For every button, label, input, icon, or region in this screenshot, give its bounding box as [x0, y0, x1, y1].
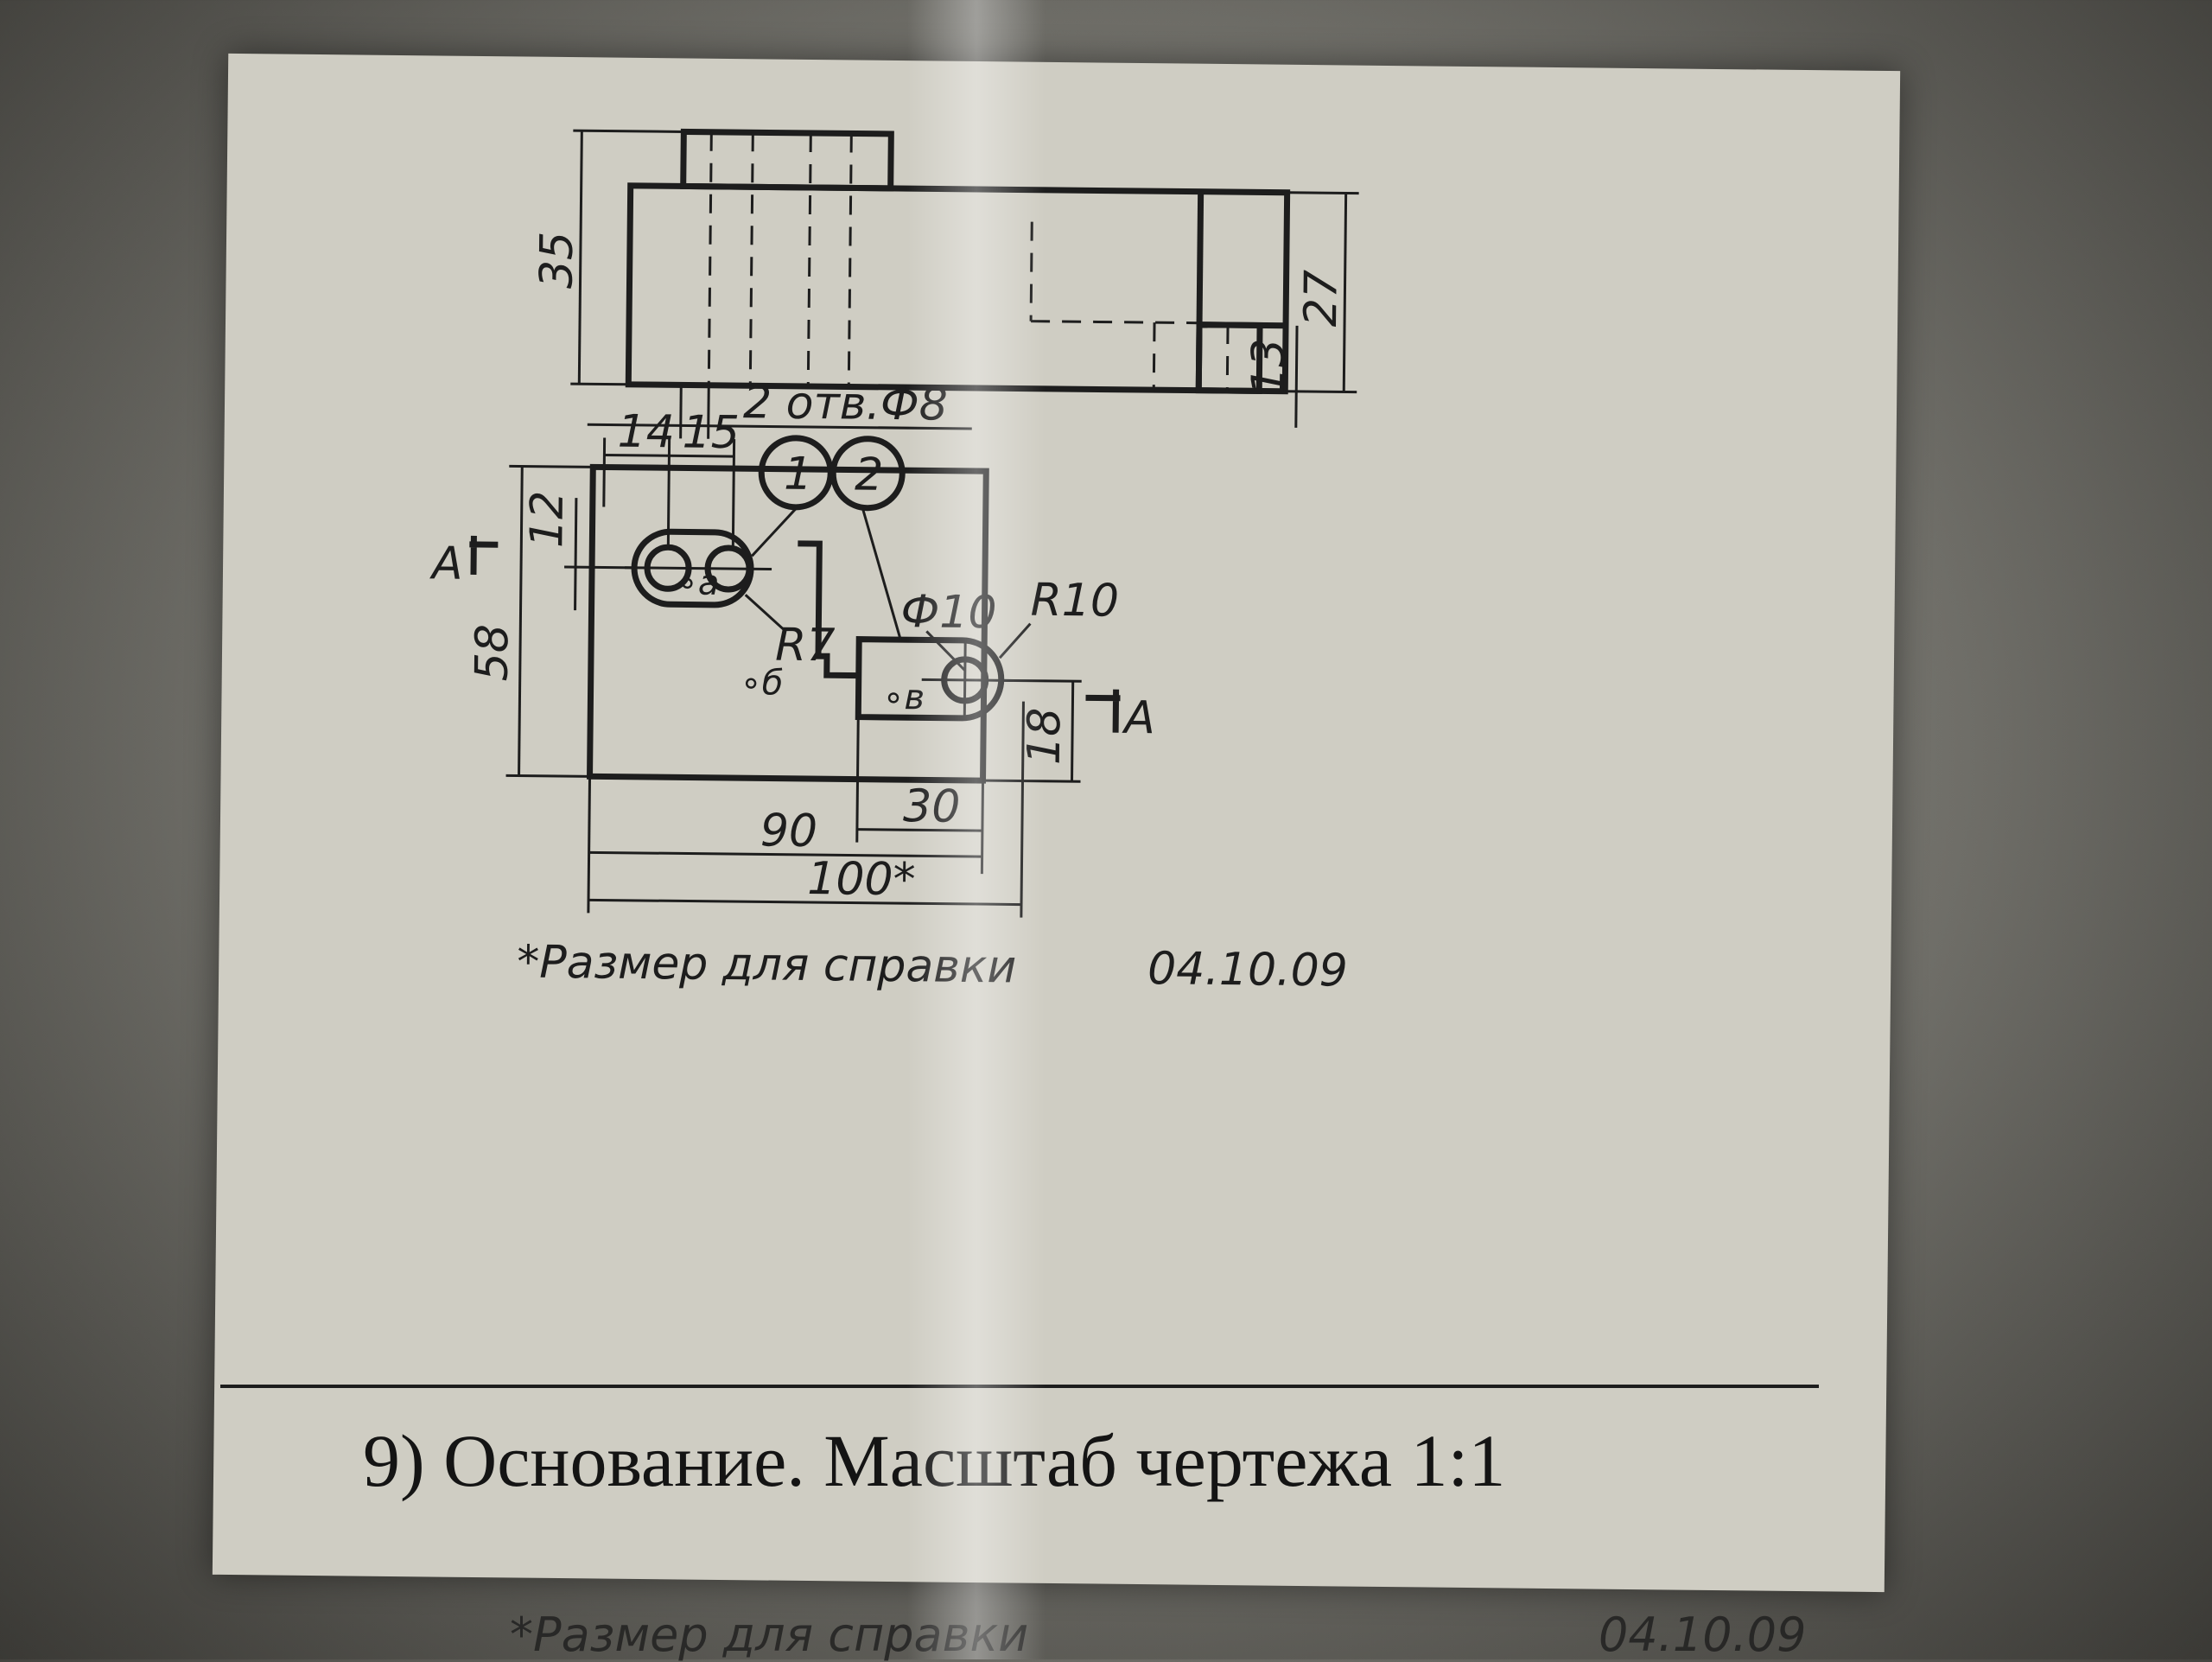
leader-holes [587, 423, 972, 430]
dim-label-30: 30 [903, 780, 961, 833]
leader-R7 [744, 594, 785, 631]
extension-line [1003, 678, 1082, 683]
leader-R10 [998, 622, 1032, 659]
extension-line [505, 774, 590, 778]
extension-line [1020, 701, 1025, 918]
dimension-line-27 [1342, 193, 1348, 392]
dim-label-90: 90 [760, 805, 818, 857]
hidden-line [1029, 221, 1033, 322]
surface-mark-b: ∘б [740, 663, 783, 704]
surface-mark-a: ∘а [677, 563, 720, 603]
dim-label-R7: R7 [775, 620, 836, 672]
drawing-sheet: 35 27 13 2 отв.Ф8 14 15 12 58 R7 Ф10 R10… [212, 53, 1901, 1593]
front-view-body [625, 182, 1291, 395]
section-arrow-right [1085, 689, 1121, 733]
dim-label-58: 58 [467, 624, 519, 682]
extension-line [509, 464, 594, 468]
leader-callout-1 [751, 507, 797, 557]
front-view [570, 128, 1359, 439]
top-view [469, 435, 1121, 918]
leader-F10 [925, 630, 966, 672]
center-line [963, 640, 967, 720]
center-line [625, 566, 772, 571]
holes-note: 2 отв.Ф8 [743, 377, 948, 430]
dim-label-35: 35 [531, 232, 583, 290]
dimension-labels: 35 27 13 2 отв.Ф8 14 15 12 58 R7 Ф10 R10… [429, 232, 1348, 997]
hidden-line [847, 133, 853, 387]
front-view-boss [680, 128, 894, 192]
top-view-body [586, 463, 989, 784]
dim-label-14: 14 [617, 406, 675, 459]
leader-callout-2 [861, 509, 902, 640]
hidden-line [748, 132, 754, 386]
dimension-line-18 [1071, 681, 1075, 782]
dimension-line-58 [518, 466, 524, 776]
figure-caption: 9) Основание. Масштаб чертежа 1:1 [363, 1419, 1506, 1502]
front-view-hole-right [1195, 322, 1263, 394]
dim-label-15: 15 [682, 406, 740, 459]
callout-label-1: 1 [784, 449, 813, 500]
extension-line [855, 716, 860, 843]
extension-line [666, 438, 671, 548]
center-line [921, 678, 1013, 682]
dim-label-27: 27 [1295, 270, 1348, 328]
dim-label-F10: Ф10 [900, 586, 997, 639]
hidden-line [1031, 320, 1200, 325]
hidden-line [1225, 325, 1230, 392]
dim-label-100: 100* [807, 853, 916, 906]
section-label-left: A [429, 538, 463, 589]
reference-note: *Размер для справки [517, 936, 1017, 993]
footer-date: 04.10.09 [1599, 1608, 1807, 1662]
extension-line [731, 439, 736, 549]
technical-drawing: 35 27 13 2 отв.Ф8 14 15 12 58 R7 Ф10 R10… [429, 128, 1359, 997]
extension-line [564, 565, 635, 570]
callout-label-2: 2 [855, 449, 884, 501]
dimension-line-100 [588, 898, 1022, 907]
caption-divider [220, 1385, 1819, 1388]
extension-line [679, 385, 683, 439]
dimension-line-13 [1294, 325, 1299, 428]
lug [855, 636, 1005, 722]
dim-label-18: 18 [1019, 707, 1071, 765]
extension-line [982, 779, 1081, 783]
dimension-line-30 [856, 828, 982, 832]
dimension-line-12 [574, 498, 578, 611]
extension-line [602, 437, 607, 507]
hidden-line [806, 132, 812, 386]
drawing-date: 04.10.09 [1147, 943, 1348, 997]
section-break [798, 540, 859, 679]
callout-circle-2 [830, 436, 906, 512]
dim-label-12: 12 [521, 490, 574, 548]
section-arrow-left [469, 535, 499, 575]
extension-line [1287, 191, 1359, 195]
dim-label-13: 13 [1243, 338, 1295, 396]
extension-line [587, 776, 592, 914]
hidden-line [707, 131, 713, 385]
dimension-line-90 [588, 850, 982, 858]
section-label-right: A [1122, 692, 1155, 744]
dimension-line-35 [577, 131, 583, 385]
surface-mark-v: ∘в [882, 678, 925, 718]
footer-reference-note: *Размер для справки [510, 1608, 1029, 1662]
dim-label-R10: R10 [1030, 575, 1119, 627]
